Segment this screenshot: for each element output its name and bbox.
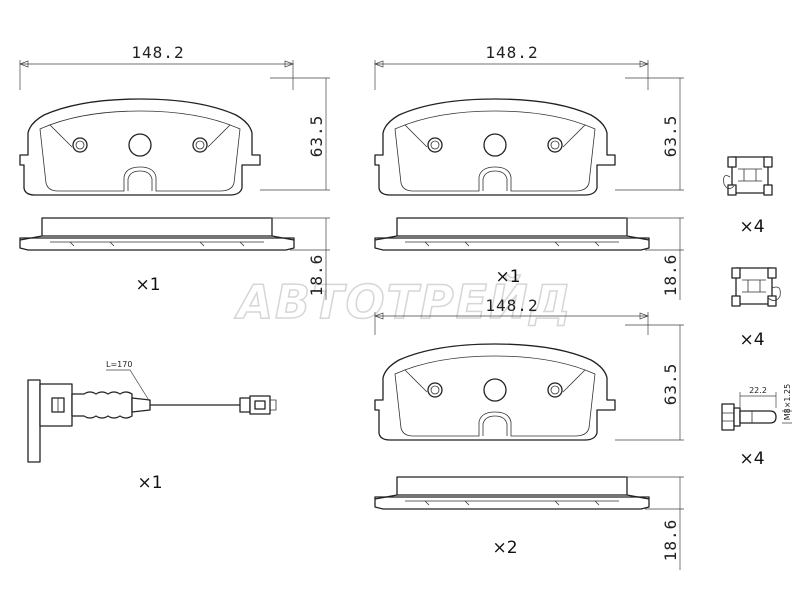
anti-rattle-clip-a: ×4 <box>723 156 773 237</box>
pad-bottom-right-thickness-dim: 18.6 <box>661 519 680 562</box>
pad-top-left-thickness-dim: 18.6 <box>307 254 326 297</box>
bolt-quantity: ×4 <box>739 449 764 469</box>
pad-top-left-quantity: ×1 <box>135 275 160 295</box>
pad-bottom-right-width-dim: 148.2 <box>485 296 538 315</box>
clip-b-quantity: ×4 <box>739 330 764 350</box>
pad-top-left-width-dim: 148.2 <box>131 43 184 62</box>
guide-bolt: 22.2 M8×1.25 ×4 <box>721 384 792 469</box>
pad-top-left-front-view <box>19 98 261 196</box>
brake-pad-top-left: 148.2 63.5 18.6 ×1 <box>19 43 330 300</box>
watermark: АВТОТРЕЙД <box>234 275 572 329</box>
brake-pad-top-right: 148.2 63.5 18.6 ×1 <box>374 43 684 300</box>
pad-top-right-width-dim: 148.2 <box>485 43 538 62</box>
anti-rattle-clip-b: ×4 <box>731 267 781 350</box>
pad-top-right-thickness-dim: 18.6 <box>661 254 680 297</box>
pad-top-right-quantity: ×1 <box>495 267 520 287</box>
pad-top-right-side-view <box>374 217 650 251</box>
pad-top-left-height-dim: 63.5 <box>307 115 326 158</box>
pad-top-right-height-dim: 63.5 <box>661 115 680 158</box>
bolt-thread-label: M8×1.25 <box>783 384 792 421</box>
pad-top-right-front-view <box>374 98 616 196</box>
pad-top-left-side-view <box>19 217 295 251</box>
wear-sensor: L=170 ×1 <box>27 360 277 493</box>
wear-sensor-quantity: ×1 <box>137 473 162 493</box>
pad-bottom-right-side-view <box>374 476 650 510</box>
wear-sensor-length-label: L=170 <box>106 360 132 369</box>
clip-a-quantity: ×4 <box>739 217 764 237</box>
pad-bottom-right-front-view <box>374 343 616 441</box>
brake-pad-bottom-right: 148.2 63.5 18.6 ×2 <box>374 296 684 570</box>
bolt-length-dim: 22.2 <box>749 386 767 395</box>
pad-bottom-right-height-dim: 63.5 <box>661 363 680 406</box>
pad-bottom-right-quantity: ×2 <box>492 538 517 558</box>
